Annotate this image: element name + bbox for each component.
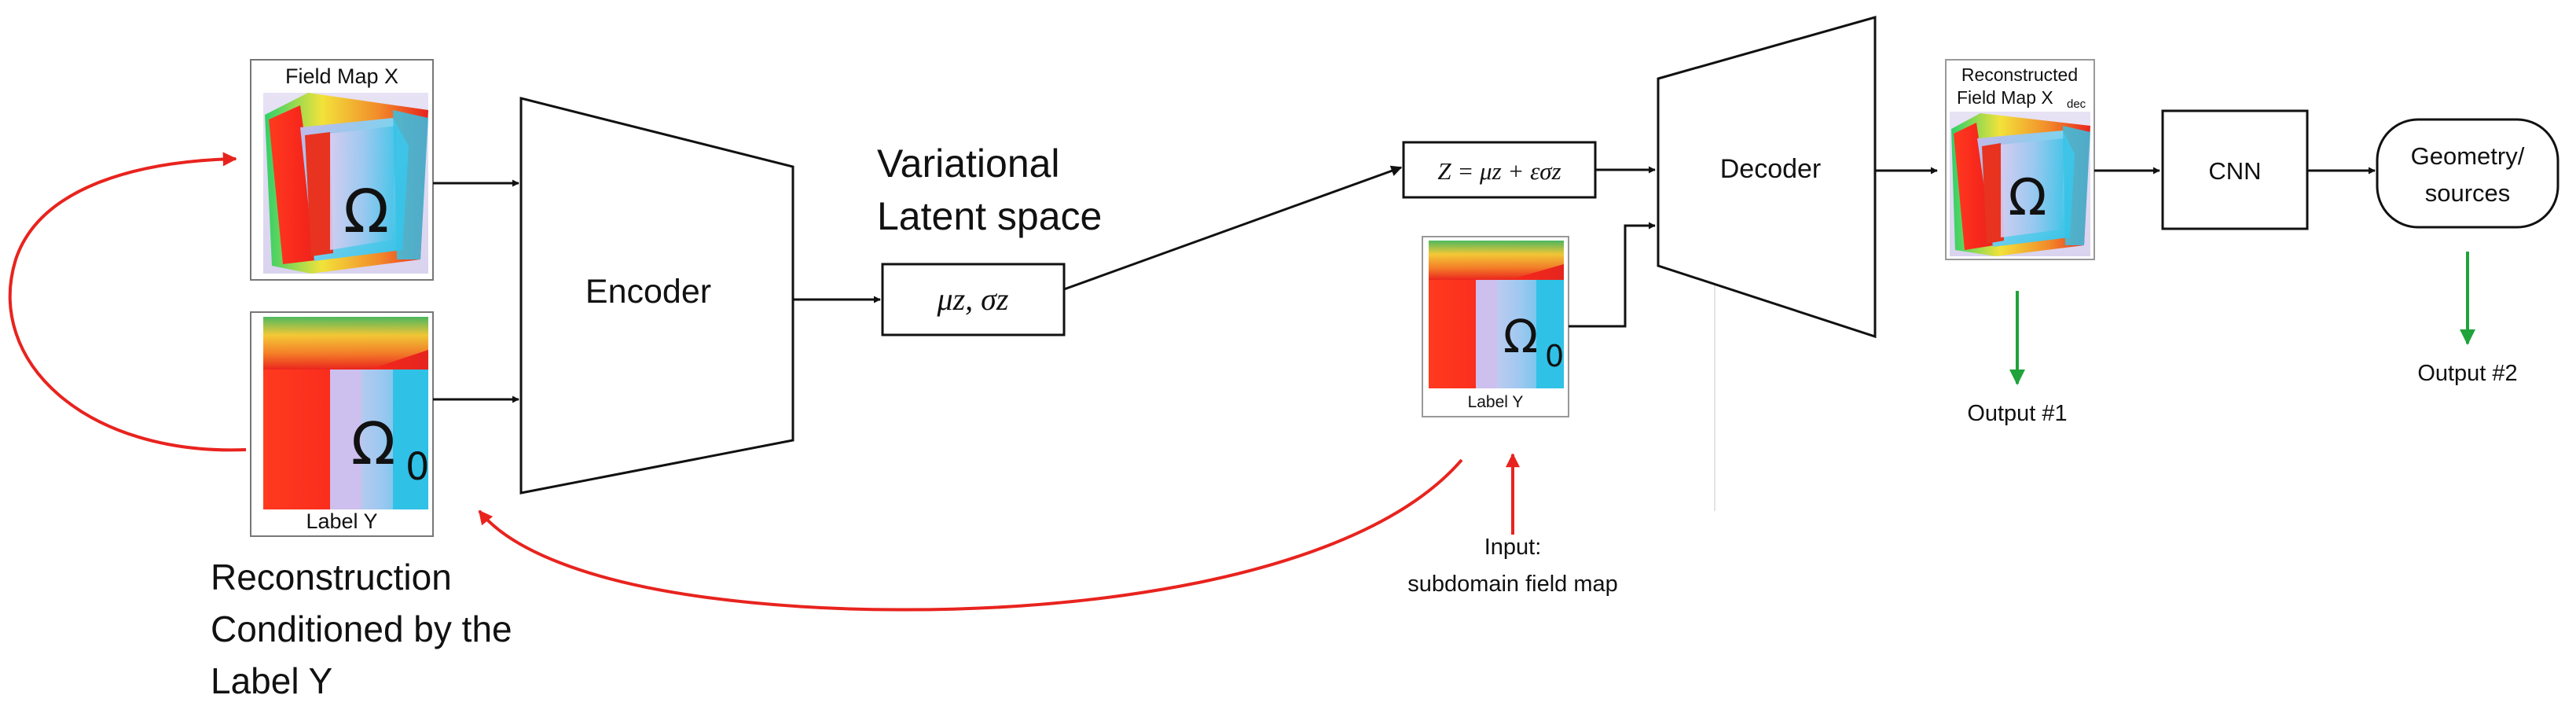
latent-to-sample-arrow — [1063, 165, 1403, 291]
latent-params-text: μz, σz — [937, 281, 1009, 317]
sample-z: Z = μz + εσz — [1402, 141, 1597, 199]
cnn-box — [2161, 109, 2309, 230]
latent-space: Variational Latent space μz, σz — [877, 142, 1102, 336]
reconstructed-title-line1: Reconstructed — [1961, 64, 2078, 85]
decoder-block: Decoder — [1657, 16, 1877, 339]
field-map-x-panel: Field Map X Ω — [250, 59, 434, 281]
encoder-label: Encoder — [585, 273, 711, 311]
decoder-label-y-panel: Ω 0 Label Y — [1422, 236, 1569, 417]
reconstruction-note-line1: Reconstruction — [211, 557, 452, 598]
geometry-label-line1: Geometry/ — [2411, 142, 2525, 170]
reconstructed-map-panel: Reconstructed Field Map X dec Ω — [1945, 59, 2095, 260]
sample-z-box — [1402, 141, 1597, 199]
latent-params-box — [881, 263, 1066, 336]
decoder-label: Decoder — [1720, 154, 1822, 184]
label-y-omega-0: Ω 0 — [351, 410, 430, 489]
geometry-label-line2: sources — [2425, 179, 2511, 207]
reconstruction-note-line2: Conditioned by the — [211, 609, 512, 649]
output2-label: Output #2 — [2417, 361, 2517, 386]
reconstruction-feedback-arrow — [478, 458, 1463, 612]
field-map-x-image: Ω — [263, 93, 428, 274]
svg-text:0: 0 — [1545, 339, 1564, 373]
latent-title-line1: Variational — [877, 142, 1060, 186]
sample-z-text: Z = μz + εσz — [1437, 157, 1561, 185]
svg-text:0: 0 — [405, 445, 430, 489]
label-to-field-map-loop-arrow — [8, 152, 247, 452]
reconstructed-title-line2: Field Map X dec — [1957, 87, 2086, 111]
output1-label: Output #1 — [1967, 401, 2067, 426]
input-note-line1: Input: — [1484, 535, 1542, 560]
svg-text:Ω: Ω — [351, 410, 396, 478]
svg-text:dec: dec — [2067, 97, 2086, 111]
encoder-trapezoid — [519, 97, 794, 495]
reconstruction-note-line3: Label Y — [211, 660, 332, 701]
label-y-caption: Label Y — [306, 509, 377, 533]
svg-text:Field Map X: Field Map X — [1957, 87, 2053, 108]
cnn-block: CNN — [2161, 109, 2309, 230]
decoder-label-y-omega-0: Ω 0 — [1503, 310, 1564, 373]
field-map-x-title: Field Map X — [285, 64, 398, 88]
input-note-line2: subdomain field map — [1407, 572, 1618, 597]
svg-text:Ω: Ω — [1503, 310, 1538, 363]
reconstructed-map-omega: Ω — [2009, 169, 2047, 227]
geometry-block: Geometry/ sources — [2376, 118, 2559, 229]
field-map-x-omega: Ω — [343, 176, 389, 246]
decoder-label-y-image: Ω 0 — [1429, 241, 1564, 388]
label-to-decoder-arrow — [1569, 222, 1656, 328]
geometry-box — [2376, 118, 2559, 229]
cnn-label: CNN — [2208, 157, 2261, 185]
decoder-trapezoid — [1657, 16, 1877, 339]
decoder-label-y-caption: Label Y — [1468, 393, 1524, 411]
label-y-image: Ω 0 — [263, 317, 430, 509]
encoder-block: Encoder — [519, 97, 794, 495]
label-y-panel: Ω 0 Label Y — [250, 311, 434, 537]
latent-title-line2: Latent space — [877, 194, 1102, 238]
reconstructed-map-image: Ω — [1950, 112, 2090, 256]
